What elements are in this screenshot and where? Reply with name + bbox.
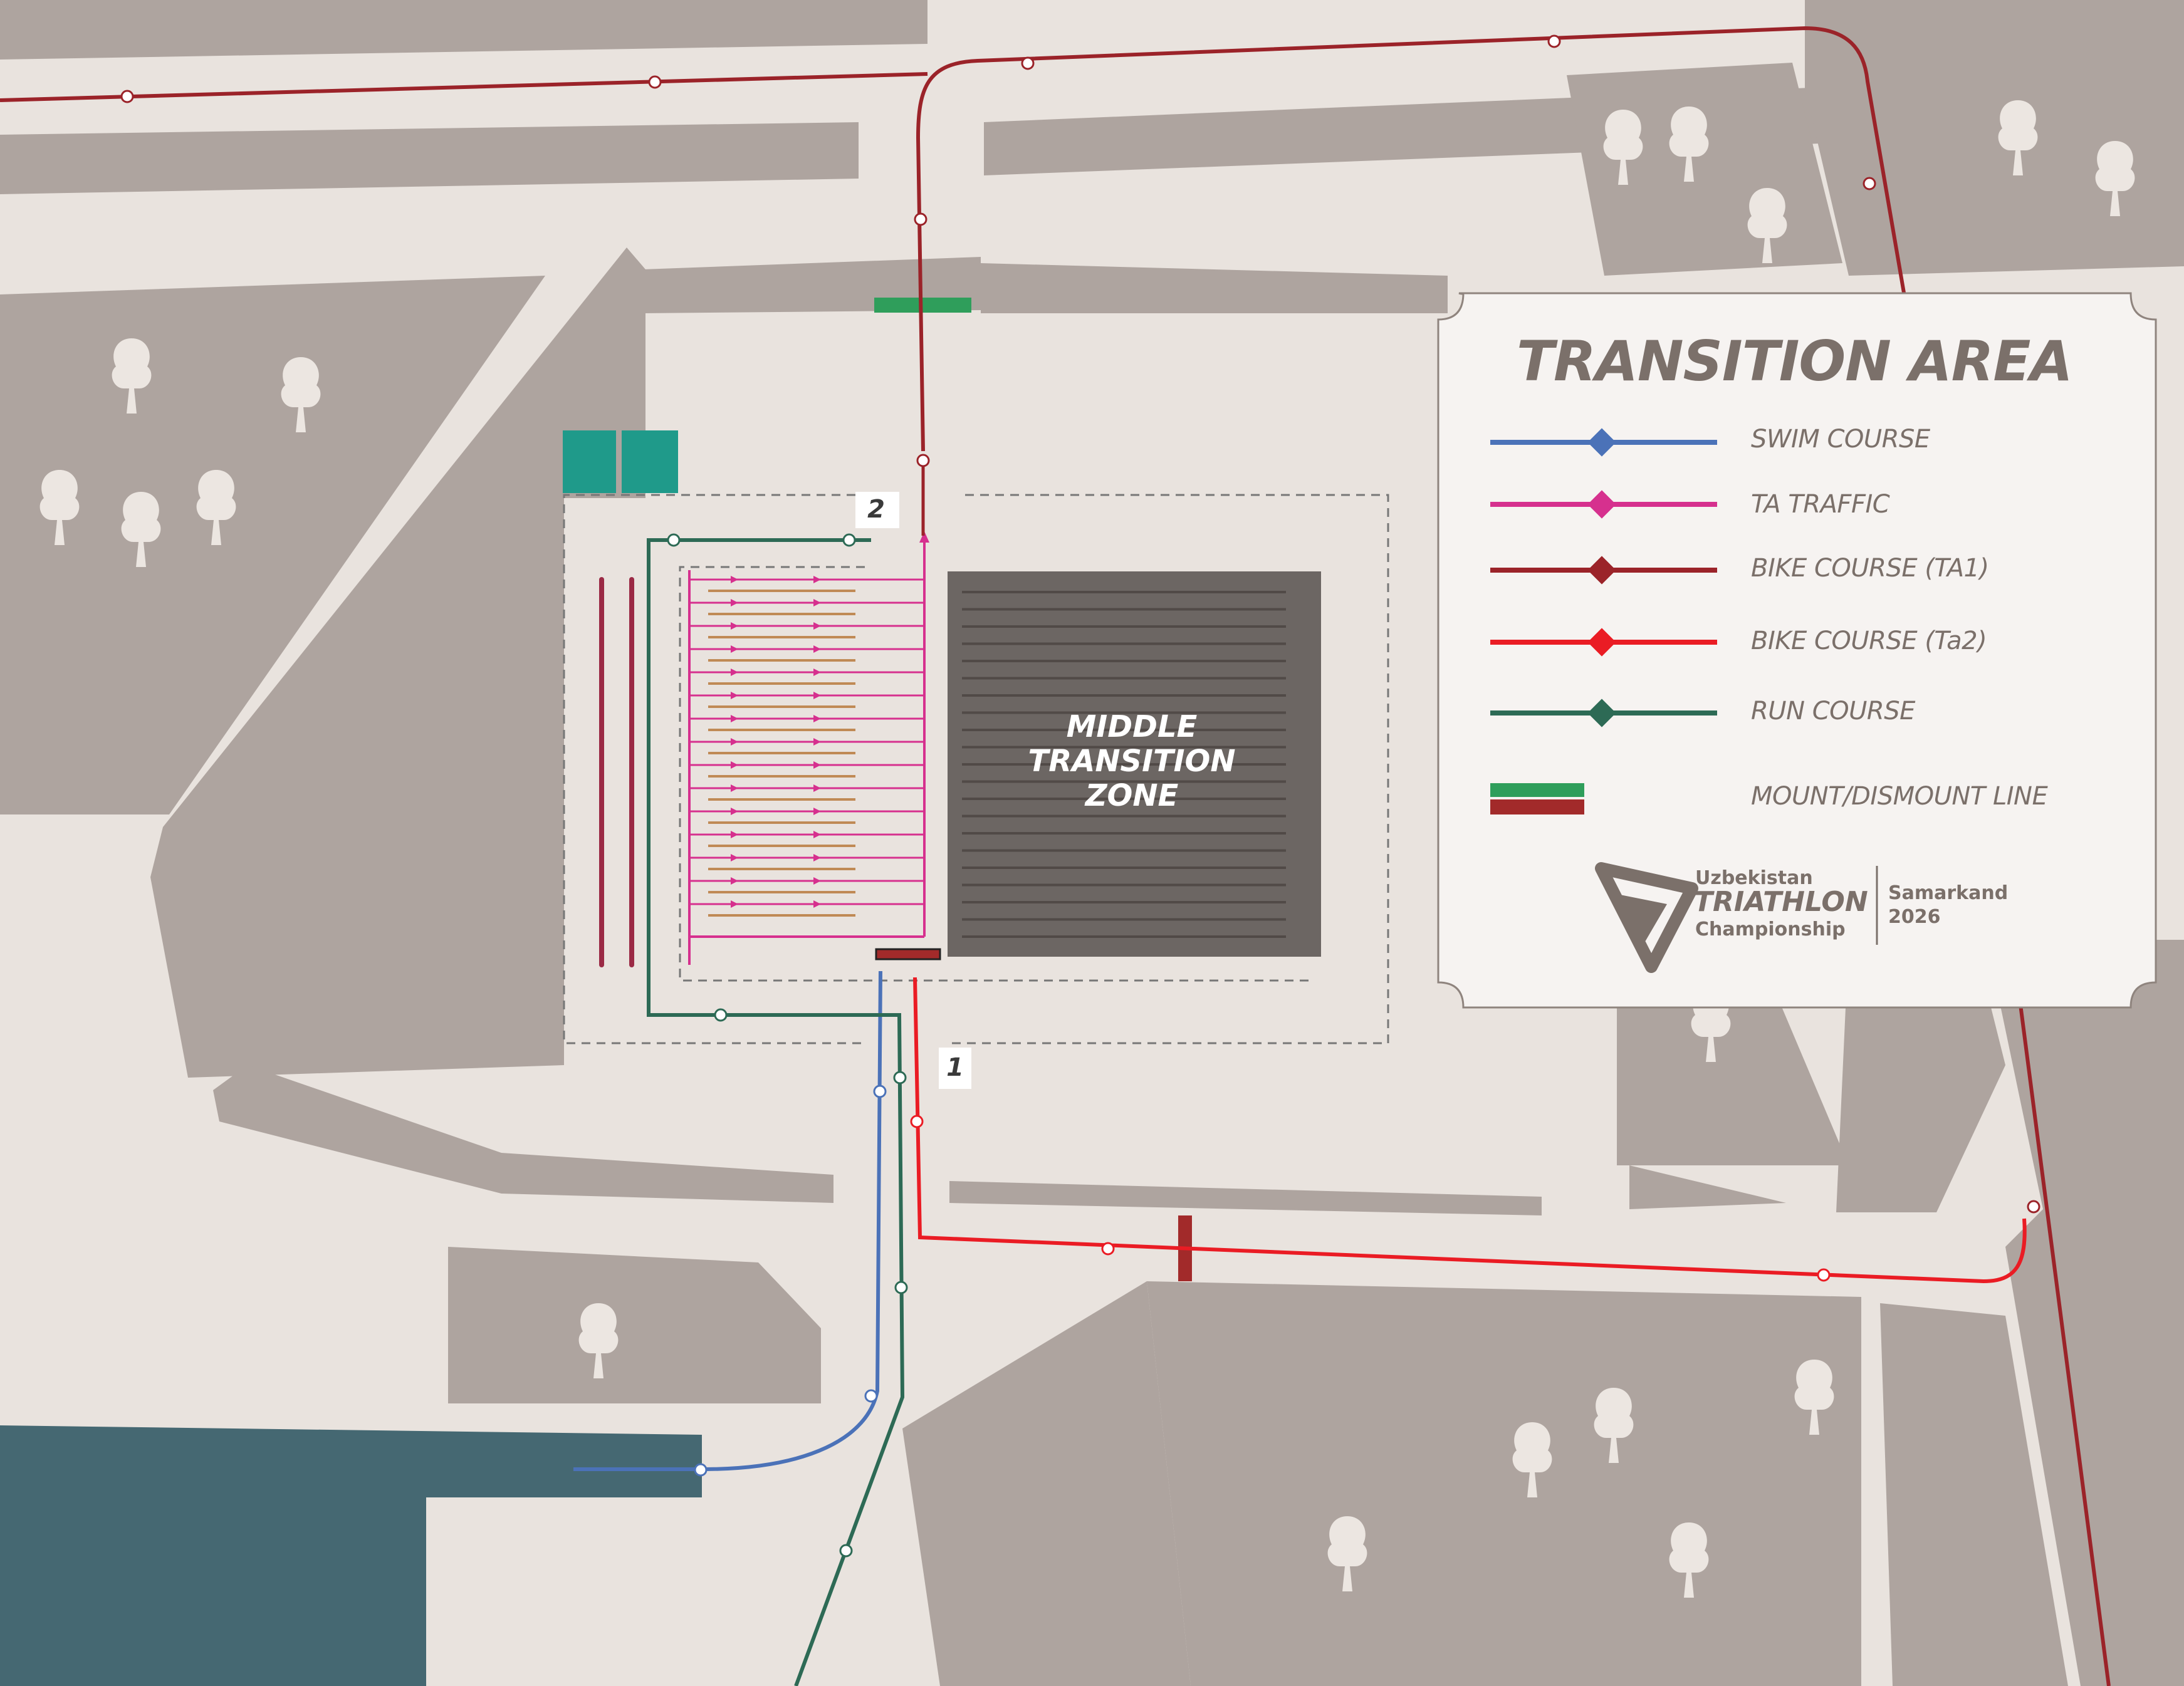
ta-traffic-arrow [731, 622, 738, 630]
ta-traffic-arrow [731, 645, 738, 653]
legend-card [1437, 292, 2157, 1009]
legend-panel [1437, 292, 2157, 1009]
bike-course-ta1-top-left [0, 72, 928, 102]
map-corner-white [0, 823, 85, 890]
ta-traffic-lanes [688, 531, 929, 965]
ta-traffic-arrow [731, 784, 738, 792]
ta-traffic-arrow [731, 761, 738, 769]
ta-traffic-arrow [731, 808, 738, 815]
bike-course-ta1 [916, 26, 2111, 1686]
dismount-line-bottom [875, 948, 941, 960]
block-bottom-curve [902, 1281, 1191, 1686]
legend-diamond-icon [1587, 556, 1616, 585]
teal-area-2 [622, 430, 678, 493]
ta-traffic-arrow [813, 576, 821, 583]
legend-diamond-icon [1587, 428, 1616, 457]
mount-line-top [874, 298, 971, 313]
ta-traffic-arrow [731, 576, 738, 583]
block-curve-strip [213, 1065, 833, 1203]
swim-course [573, 970, 882, 1471]
ta-traffic-arrow [813, 854, 821, 861]
legend-diamond-icon [1587, 628, 1616, 657]
ta-traffic-arrow [731, 738, 738, 746]
run-course [647, 538, 905, 1686]
block-lower-mid-strip [949, 1181, 1542, 1215]
ta-traffic-arrow [731, 669, 738, 676]
bike-course-ta2 [913, 977, 2027, 1284]
water-area [0, 1425, 702, 1686]
ta-traffic-arrow [813, 761, 821, 769]
ta-traffic-arrow [731, 692, 738, 699]
marker-2-box [855, 492, 899, 528]
block-top-strip [0, 0, 927, 60]
ta-boundary [563, 494, 1389, 1044]
triathlon-logo-icon [1595, 862, 1698, 973]
ta-traffic-arrow [731, 599, 738, 606]
ta-traffic-arrow [813, 715, 821, 722]
ta-traffic-arrow [813, 622, 821, 630]
middle-transition-zone [948, 571, 1321, 957]
ta-traffic-arrow [731, 715, 738, 722]
ta-traffic-arrow-head [919, 531, 929, 543]
legend-diamond-icon [1587, 490, 1616, 519]
ta-traffic-arrow [813, 784, 821, 792]
block-right-mid-wedge [1629, 1165, 1786, 1209]
block-lower-left [448, 1247, 821, 1403]
ta-traffic-arrow [731, 831, 738, 838]
ta-traffic-arrow [813, 645, 821, 653]
block-top-left [0, 122, 859, 194]
block-right-mid [1617, 1002, 1849, 1165]
block-mid-strip [981, 263, 1448, 313]
ta-traffic-arrow [813, 599, 821, 606]
zone-rack-lines [962, 591, 1286, 938]
ta-traffic-arrow [813, 877, 821, 885]
ta-traffic-arrow [813, 692, 821, 699]
direction-markers [120, 34, 2040, 1558]
ta-traffic-arrow [813, 738, 821, 746]
block-bottom-edge-right [1880, 1303, 2068, 1686]
block-left-corridor [150, 247, 645, 1078]
ta-traffic-arrow [731, 854, 738, 861]
block-bottom-right-trees [1147, 1281, 1861, 1686]
legend-mount-bar-icon [1490, 783, 1584, 797]
ta-traffic-arrow [813, 900, 821, 908]
ta-traffic-arrow [731, 900, 738, 908]
bike-rack-bars [599, 577, 634, 967]
ta-traffic-arrow [813, 669, 821, 676]
teal-area-1 [563, 430, 616, 493]
legend-dismount-bar-icon [1490, 799, 1584, 814]
block-top-right [1805, 0, 2184, 276]
marker-1-box [939, 1048, 971, 1089]
ta-traffic-arrow [813, 831, 821, 838]
legend-diamond-icon [1587, 699, 1616, 727]
ta-traffic-arrow [813, 808, 821, 815]
legend-symbols [1490, 428, 1717, 814]
ta-traffic-arrow [731, 877, 738, 885]
